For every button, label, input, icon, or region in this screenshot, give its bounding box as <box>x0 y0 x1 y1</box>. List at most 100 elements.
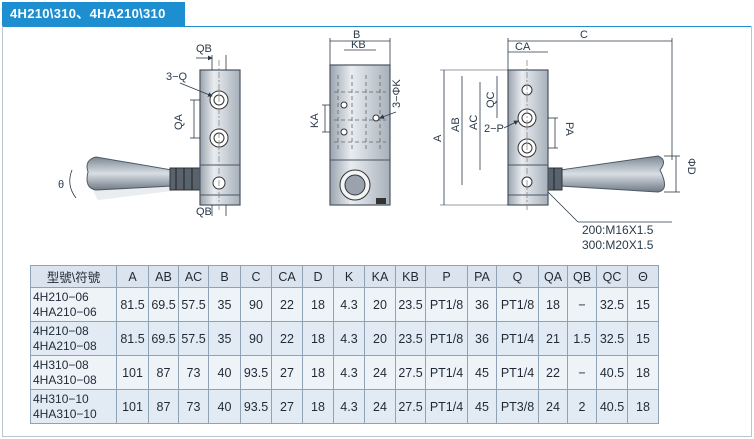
table-cell: 90 <box>240 321 272 356</box>
table-cell: 87 <box>148 355 179 390</box>
table-cell: 24 <box>538 389 568 424</box>
table-cell: 4.3 <box>333 321 365 356</box>
table-cell: 36 <box>467 321 497 356</box>
label-thread-300: 300:M20X1.5 <box>582 238 654 252</box>
table-cell: 20 <box>364 287 396 322</box>
table-cell: 40 <box>208 355 241 390</box>
table-cell: 93.5 <box>240 389 272 424</box>
table-cell: 57.5 <box>178 321 209 356</box>
table-cell: − <box>567 287 597 322</box>
col-header: QB <box>567 265 597 288</box>
table-cell: PT1/4 <box>425 355 468 390</box>
table-cell: 24 <box>364 355 396 390</box>
table-cell: 40.5 <box>596 355 628 390</box>
col-header: K <box>333 265 365 288</box>
table-cell: 15 <box>627 287 659 322</box>
technical-drawing: QB 3−Q QA θ QB B KB <box>58 29 697 252</box>
table-cell: 81.5 <box>116 287 149 322</box>
col-header: B <box>208 265 241 288</box>
table-cell: 2 <box>567 389 597 424</box>
lever-joint-left <box>169 167 203 191</box>
table-cell: 21 <box>538 321 568 356</box>
label-ca: CA <box>515 41 531 53</box>
col-header: P <box>425 265 468 288</box>
table-cell: 4.3 <box>333 355 365 390</box>
table-cell: 18 <box>302 355 334 390</box>
table-cell: 27.5 <box>395 389 426 424</box>
table-cell: 27 <box>271 355 303 390</box>
col-header: AB <box>148 265 179 288</box>
table-cell: 35 <box>208 287 241 322</box>
table-cell: 1.5 <box>567 321 597 356</box>
table-cell: − <box>567 355 597 390</box>
table-cell: 69.5 <box>148 321 179 356</box>
table-cell: 18 <box>302 287 334 322</box>
table-cell: 69.5 <box>148 287 179 322</box>
label-ab: AB <box>450 117 462 132</box>
col-header-model: 型號\符號 <box>30 265 117 288</box>
label-ka: KA <box>309 113 321 128</box>
table-cell: PT1/4 <box>496 321 539 356</box>
middle-view: B KB 3−ΦK KA <box>309 29 403 206</box>
col-header: D <box>302 265 334 288</box>
col-header: CA <box>271 265 303 288</box>
table-cell: 32.5 <box>596 287 628 322</box>
table-cell: 24 <box>364 389 396 424</box>
table-cell: 18 <box>302 321 334 356</box>
table-cell: 18 <box>627 389 659 424</box>
label-kb: KB <box>351 39 366 51</box>
table-cell: 22 <box>538 355 568 390</box>
table-cell: 57.5 <box>178 287 209 322</box>
table-cell: 36 <box>467 287 497 322</box>
label-q-port: 3−Q <box>166 71 188 83</box>
table-cell: 90 <box>240 287 272 322</box>
spec-table: 型號\符號 A AB AC B C CA D K KA KB P PA Q QA… <box>30 265 659 424</box>
table-cell: 18 <box>302 389 334 424</box>
table-cell: 27 <box>271 389 303 424</box>
label-qc: QC <box>485 91 497 108</box>
label-a: A <box>432 134 444 142</box>
col-header: C <box>240 265 272 288</box>
table-cell: PT1/8 <box>425 321 468 356</box>
title-rule <box>2 26 752 27</box>
label-p-port: 2−P <box>484 123 504 135</box>
col-header: KA <box>364 265 396 288</box>
table-cell: 22 <box>271 321 303 356</box>
label-c: C <box>580 29 588 41</box>
label-pa: PA <box>563 122 575 137</box>
table-cell: 27.5 <box>395 355 426 390</box>
right-view: CA C A AB AC QC 2−P PA ΦD 200:M16X1.5 30… <box>432 29 697 252</box>
table-cell: 40 <box>208 389 241 424</box>
table-cell: 73 <box>178 355 209 390</box>
table-cell: 87 <box>148 389 179 424</box>
table-cell: 81.5 <box>116 321 149 356</box>
col-header: Θ <box>627 265 659 288</box>
label-theta: θ <box>58 179 64 191</box>
col-header: AC <box>178 265 209 288</box>
left-view: QB 3−Q QA θ QB <box>58 43 241 218</box>
table-cell: PT1/8 <box>496 287 539 322</box>
table-cell: 73 <box>178 389 209 424</box>
table-cell: PT1/4 <box>425 389 468 424</box>
col-header: QA <box>538 265 568 288</box>
table-cell: 22 <box>271 287 303 322</box>
table-cell: 15 <box>627 321 659 356</box>
lever-handle-left <box>86 156 173 191</box>
label-ac: AC <box>468 115 480 130</box>
table-cell: 23.5 <box>395 287 426 322</box>
table-cell: 35 <box>208 321 241 356</box>
table-header-row: 型號\符號 A AB AC B C CA D K KA KB P PA Q QA… <box>30 265 659 288</box>
table-cell: 40.5 <box>596 389 628 424</box>
label-qa: QA <box>173 113 185 130</box>
label-d: ΦD <box>685 158 697 175</box>
col-header: A <box>116 265 149 288</box>
table-cell: PT3/8 <box>496 389 539 424</box>
label-qb-bottom: QB <box>196 206 212 218</box>
